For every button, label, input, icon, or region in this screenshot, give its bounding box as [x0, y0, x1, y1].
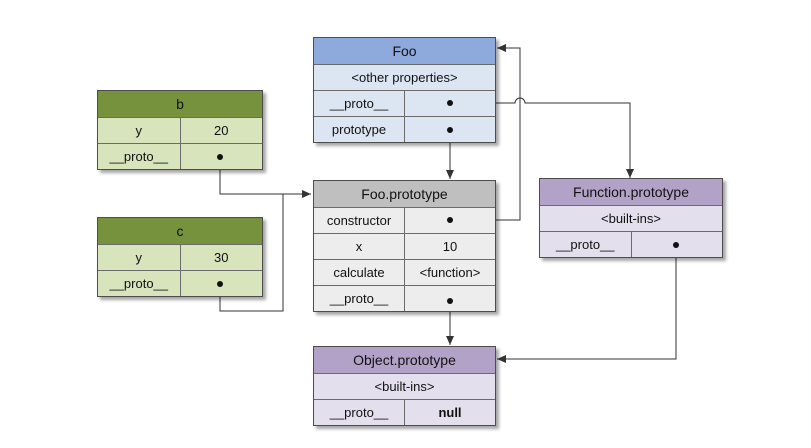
box-function-prototype-row-builtins: <built-ins>: [540, 205, 722, 231]
box-object-prototype: Object.prototype <built-ins> __proto__ n…: [313, 346, 496, 426]
box-object-prototype-row-proto: __proto__ null: [314, 399, 495, 425]
box-b-key-y: y: [135, 123, 143, 138]
pointer-dot-c-proto: [217, 281, 223, 287]
box-foo: Foo <other properties> __proto__ prototy…: [313, 37, 496, 143]
pointer-dot-function-prototype-proto: [673, 242, 679, 248]
box-function-prototype-title: Function.prototype: [573, 184, 689, 200]
box-b-value-y: 20: [179, 118, 263, 143]
box-object-prototype-title: Object.prototype: [353, 352, 456, 368]
pointer-dot-foo-prototype: [447, 127, 453, 133]
box-foo-title: Foo: [392, 43, 417, 59]
box-foo-value-prototype: [404, 117, 495, 142]
box-foo-key-prototype: prototype: [331, 122, 387, 137]
box-c-row-proto: __proto__: [98, 270, 262, 296]
box-foo-prototype-value-proto: [404, 286, 495, 311]
box-b-value-proto: [179, 144, 263, 169]
box-foo-prototype-value-x: 10: [404, 234, 495, 259]
box-function-prototype-builtins: <built-ins>: [601, 211, 661, 226]
box-c-title: c: [176, 223, 184, 239]
box-object-prototype-header: Object.prototype: [314, 347, 495, 373]
pointer-dot-foo-prototype-proto: [447, 298, 453, 304]
box-function-prototype: Function.prototype <built-ins> __proto__: [539, 178, 723, 258]
box-foo-prototype-value-calculate: <function>: [404, 260, 495, 285]
box-foo-value-proto: [404, 91, 495, 116]
box-function-prototype-row-proto: __proto__: [540, 231, 722, 257]
box-c-row-y: y 30: [98, 244, 262, 270]
box-foo-other-properties: <other properties>: [351, 70, 458, 85]
box-function-prototype-header: Function.prototype: [540, 179, 722, 205]
box-foo-prototype-value-constructor: [404, 208, 495, 233]
box-object-prototype-row-builtins: <built-ins>: [314, 373, 495, 399]
box-foo-prototype-key-constructor: constructor: [326, 213, 392, 228]
box-foo-prototype-row-x: x 10: [314, 233, 495, 259]
box-c-header: c: [98, 218, 262, 244]
box-c: c y 30 __proto__: [97, 217, 263, 297]
box-c-value-proto: [179, 271, 263, 296]
box-c-key-y: y: [135, 250, 143, 265]
box-b-title: b: [176, 96, 184, 112]
box-b-row-proto: __proto__: [98, 143, 262, 169]
box-foo-prototype-row-constructor: constructor: [314, 207, 495, 233]
pointer-dot-foo-proto: [447, 100, 453, 106]
box-foo-key-proto: __proto__: [329, 96, 389, 111]
box-function-prototype-value-proto: [630, 232, 723, 257]
box-foo-prototype-row-proto: __proto__: [314, 285, 495, 311]
box-function-prototype-key-proto: __proto__: [555, 237, 615, 252]
box-foo-prototype-key-proto: __proto__: [329, 291, 389, 306]
box-foo-prototype-title: Foo.prototype: [361, 186, 448, 202]
box-b: b y 20 __proto__: [97, 90, 263, 170]
box-foo-row-prototype: prototype: [314, 116, 495, 142]
box-object-prototype-builtins: <built-ins>: [374, 379, 435, 394]
box-b-row-y: y 20: [98, 117, 262, 143]
box-object-prototype-key-proto: __proto__: [329, 405, 389, 420]
box-foo-header: Foo: [314, 38, 495, 64]
edge-foo-proto-to-function-prototype: [450, 97, 634, 178]
box-foo-row-proto: __proto__: [314, 90, 495, 116]
box-foo-prototype-header: Foo.prototype: [314, 181, 495, 207]
box-object-prototype-value-null: null: [404, 400, 495, 425]
box-c-value-y: 30: [179, 245, 263, 270]
box-c-key-proto: __proto__: [109, 276, 169, 291]
box-foo-prototype-key-calculate: calculate: [333, 265, 385, 280]
box-b-header: b: [98, 91, 262, 117]
box-b-key-proto: __proto__: [109, 149, 169, 164]
edge-function-prototype-proto-to-object-prototype: [497, 245, 677, 363]
box-foo-prototype-row-calculate: calculate <function>: [314, 259, 495, 285]
pointer-dot-constructor: [447, 217, 453, 223]
box-foo-prototype: Foo.prototype constructor x 10 calculate…: [313, 180, 496, 312]
pointer-dot-b-proto: [217, 154, 223, 160]
box-foo-row-other: <other properties>: [314, 64, 495, 90]
edge-c-proto-to-foo-prototype: [219, 193, 311, 312]
box-foo-prototype-key-x: x: [355, 239, 363, 254]
